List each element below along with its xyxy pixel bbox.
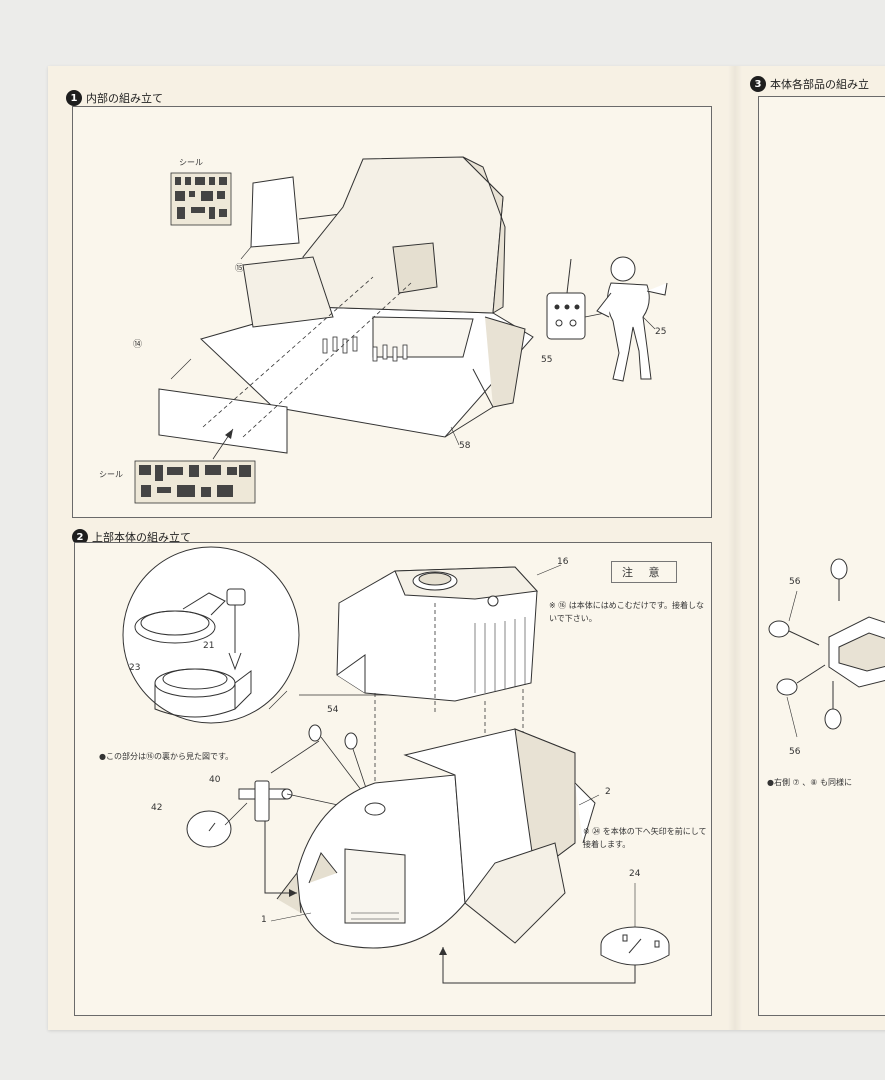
- part-2-label: 2: [605, 787, 611, 797]
- controller-55: [546, 258, 586, 340]
- step-3-heading: 3 本体各部品の組み立: [750, 76, 869, 92]
- step-2-number: 2: [72, 529, 88, 545]
- step-2-title: 上部本体の組み立て: [92, 531, 191, 544]
- step-1-heading: 1 内部の組み立て: [66, 90, 163, 106]
- part-25-label: 25: [655, 327, 667, 337]
- panel-body-parts-assembly: 56 56 ●右側 ⑦ 、⑧ も同様に: [758, 96, 885, 1016]
- part-42-dish: [186, 810, 232, 848]
- upper-body-assembly-drawing: [122, 546, 670, 984]
- step-3-title: 本体各部品の組み立: [770, 78, 869, 91]
- part-23-label: 23: [129, 663, 141, 673]
- part-55-label: 55: [541, 355, 553, 365]
- step-1-number: 1: [66, 90, 82, 106]
- panel-upper-body-assembly: 16 21 23 54 40 42 2 24 1 ●この部分は⑯の裏から見た図で…: [74, 542, 712, 1016]
- sticker-label-top: シール: [179, 158, 203, 167]
- parts-54: [308, 724, 358, 750]
- lower-body-1-2: [276, 728, 596, 949]
- part-54-label: 54: [327, 705, 339, 715]
- step-3-number: 3: [750, 76, 766, 92]
- part-42-label: 42: [151, 803, 163, 813]
- part-15-panel: [250, 176, 300, 248]
- panel-interior-assembly: シール シール ⑮ ⑭ 58 55 25: [72, 106, 712, 518]
- part-24-label: 24: [629, 869, 641, 879]
- astronaut-25: [596, 256, 668, 382]
- interior-assembly-drawing: [134, 156, 668, 504]
- inset-detail: [122, 546, 300, 724]
- part-40-label: 40: [209, 775, 221, 785]
- part-14-label: ⑭: [133, 340, 143, 350]
- part-24-stand: [600, 926, 670, 966]
- paper-fold: [728, 66, 742, 1030]
- step-2-heading: 2 上部本体の組み立て: [72, 529, 191, 545]
- right-side-note: ●右側 ⑦ 、⑧ も同様に: [767, 778, 852, 787]
- sticker-sheet-bottom: [134, 460, 256, 504]
- part-40-antenna: [238, 780, 293, 822]
- body-part-with-nozzles: [768, 558, 885, 730]
- sticker-label-bottom: シール: [99, 470, 123, 479]
- part-16-label: 16: [557, 557, 569, 567]
- body-parts-drawing: [768, 558, 885, 738]
- part-14-panel: [158, 388, 288, 454]
- part-56-label-bottom: 56: [789, 747, 801, 757]
- inset-note: ●この部分は⑯の裏から見た図です。: [99, 752, 234, 761]
- interior-cockpit-body: [200, 156, 534, 438]
- sticker-sheet-top: [170, 172, 232, 226]
- caution-box: 注 意: [611, 561, 677, 583]
- part-24-note: ※ ㉔ を本体の下へ矢印を前にして接着します。: [583, 827, 707, 849]
- part-56-label-top: 56: [789, 577, 801, 587]
- dome-part-16: [336, 566, 539, 702]
- part-21-label: 21: [203, 641, 215, 651]
- part-1-label: 1: [261, 915, 267, 925]
- step-1-title: 内部の組み立て: [86, 92, 163, 105]
- part-58-label: 58: [459, 441, 471, 451]
- part-15-label: ⑮: [235, 264, 245, 274]
- caution-text: ※ ⑯ は本体にはめこむだけです。接着しないで下さい。: [549, 601, 704, 623]
